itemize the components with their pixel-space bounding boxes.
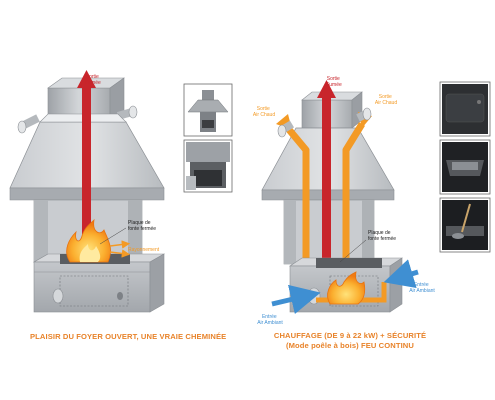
middle-thumbnails <box>183 83 233 193</box>
right-sortie-fumee-label: Sortie Fumée <box>326 76 342 88</box>
left-plaque-label: Plaque de fonte fermée <box>128 220 156 232</box>
right-smoke-arrow <box>317 80 336 266</box>
right-caption-line2: (Mode poêle à bois) FEU CONTINU <box>286 341 414 350</box>
closed-stove-thumbnail <box>439 81 491 137</box>
right-fire <box>327 271 366 305</box>
left-firebox <box>32 253 166 313</box>
left-smoke-arrow <box>77 70 96 234</box>
open-fireplace: Sortie Fumée Plaque de fonte fermée Rayo… <box>9 70 166 313</box>
right-side-pipe <box>116 105 138 120</box>
sortie-air-chaud-right-label: Sortie Air Chaud <box>375 94 397 106</box>
rayonnement-label: Rayonnement <box>128 247 160 253</box>
sortie-air-chaud-left-label: Sortie Air Chaud <box>253 106 275 118</box>
left-side-pipe <box>17 114 40 134</box>
right-side-pipe-right <box>356 107 372 122</box>
entree-air-ambiant-right-label: Entrée Air Ambiant <box>409 282 435 294</box>
right-side-pipe-left <box>277 120 295 138</box>
rayonnement-arrows <box>109 240 131 258</box>
left-caption: PLAISIR DU FOYER OUVERT, UNE VRAIE CHEMI… <box>30 332 227 341</box>
entree-air-ambiant-left-label: Entrée Air Ambiant <box>257 314 283 326</box>
closed-stove-fireplace: Sortie Fumée Sortie Air Chaud Sortie Air… <box>253 76 436 326</box>
right-caption-line1: CHAUFFAGE (DE 9 à 22 kW) + SÉCURITÉ <box>273 331 427 340</box>
left-air-inlet <box>52 288 64 304</box>
left-sortie-fumee-label: Sortie Fumée <box>85 74 101 86</box>
cold-air-arrows <box>271 259 419 315</box>
stove-tool-thumbnail <box>439 197 491 253</box>
stove-top-thumbnail <box>439 139 491 195</box>
right-thumbnails <box>439 81 491 253</box>
hood-thumbnail <box>183 83 233 137</box>
firebox-thumbnail <box>183 139 233 193</box>
right-plaque-label: Plaque de fonte fermée <box>368 230 396 242</box>
left-fire <box>66 218 111 263</box>
